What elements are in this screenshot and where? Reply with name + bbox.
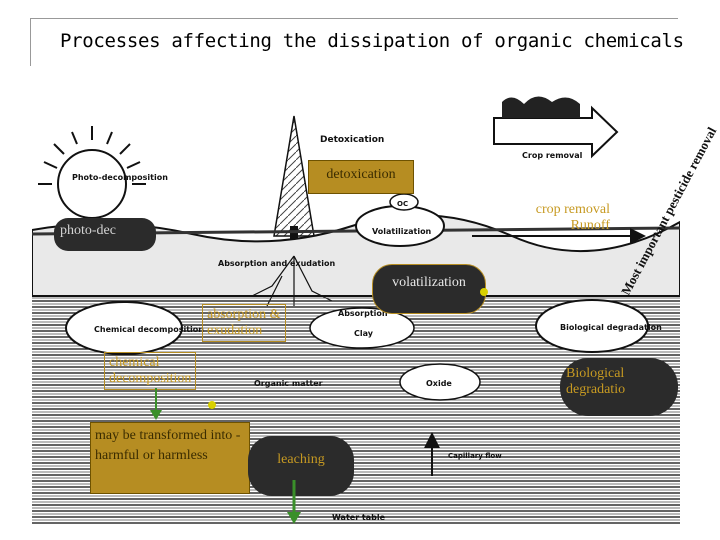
biological-degradation-bubble: [535, 299, 649, 353]
biological-degradation-label: Biological degradatio: [560, 358, 678, 416]
chemical-text: chemical: [109, 355, 160, 370]
crop-removal-arrow: [493, 96, 619, 159]
svg-text:Absorption: Absorption: [338, 309, 388, 318]
exudation-text: exudation: [207, 323, 263, 338]
absorption-exudation-label: absorption & exudation: [202, 304, 286, 342]
svg-text:Chemical decomposition: Chemical decomposition: [94, 325, 204, 334]
chemical-decomposition-bubble: [65, 301, 183, 355]
label-detoxication-printed: Detoxication: [320, 135, 384, 145]
title-rule-top: [30, 18, 678, 19]
runoff-text: Runoff: [570, 218, 610, 233]
svg-text:OC: OC: [397, 200, 408, 208]
svg-text:Absorption and exudation: Absorption and exudation: [218, 259, 335, 268]
label-photo-decomposition: Photo-decomposition: [72, 173, 168, 182]
svg-text:Clay: Clay: [354, 329, 374, 338]
crop-removal-text: crop removal: [535, 202, 610, 217]
sun-icon: [38, 126, 146, 219]
title-rule-left: [30, 18, 31, 66]
svg-text:Oxide: Oxide: [426, 379, 452, 388]
chemical-decomposition-label: chemical decomposition: [104, 352, 197, 390]
overlay-arrows: [150, 288, 488, 524]
absorption-text: absorption &: [207, 307, 281, 322]
marker-dot: [480, 288, 488, 296]
transformed-text: may be transformed into - harmful or har…: [95, 428, 241, 463]
decomposition-text: decomposition: [109, 371, 192, 386]
crop-removal-label: crop removal Runoff: [510, 202, 610, 234]
volatilization-text: volatilization: [392, 275, 466, 290]
detoxication-label: detoxication: [308, 160, 414, 194]
leaching-text: leaching: [277, 452, 325, 467]
dissipation-diagram: Photo-decomposition Detoxication Crop re…: [31, 96, 719, 524]
label-crop-removal-printed: Crop removal: [522, 151, 583, 160]
degradation-text: degradatio: [566, 382, 626, 397]
svg-text:Water table: Water table: [332, 513, 386, 522]
photo-dec-label: photo-dec: [54, 218, 156, 251]
marker-dot: [208, 401, 216, 409]
detoxication-text: detoxication: [326, 167, 396, 182]
oxide-bubble: [399, 363, 481, 401]
svg-text:Volatilization: Volatilization: [372, 227, 432, 236]
leaching-label: leaching: [248, 436, 354, 496]
volatilization-label: volatilization: [372, 264, 486, 314]
svg-text:Organic matter: Organic matter: [254, 379, 323, 388]
biological-text: Biological: [566, 366, 625, 381]
clay-bubble: [309, 307, 415, 349]
svg-text:Biological degradation: Biological degradation: [560, 323, 662, 332]
transformed-label: may be transformed into - harmful or har…: [90, 422, 250, 494]
photo-dec-text: photo-dec: [60, 223, 116, 238]
slide-title: Processes affecting the dissipation of o…: [60, 30, 684, 52]
svg-text:Capillary flow: Capillary flow: [448, 452, 502, 460]
